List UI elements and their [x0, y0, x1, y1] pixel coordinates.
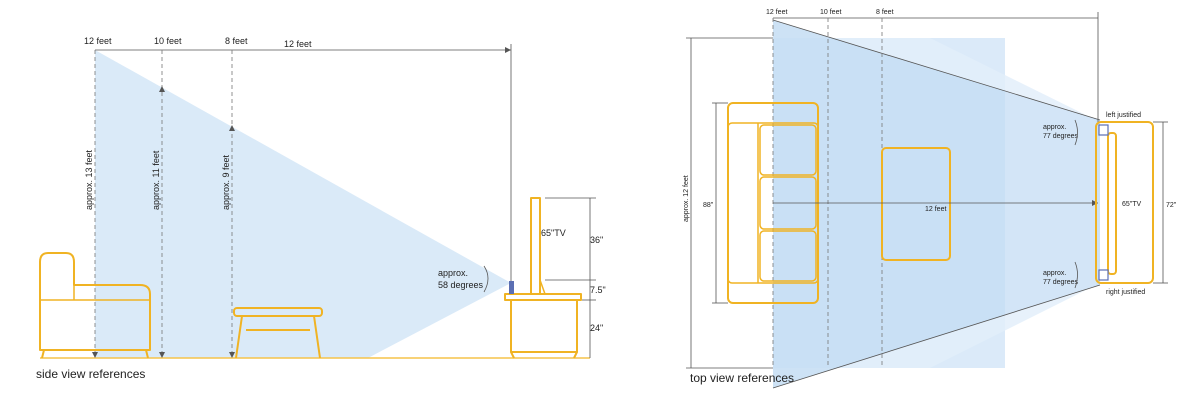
top-angle-upper-2: 77 degrees — [1043, 133, 1079, 140]
side-angle-label-2: 58 degrees — [438, 280, 484, 290]
top-angle-lower-1: approx. — [1043, 270, 1066, 277]
side-top-span-label: 12 feet — [284, 39, 312, 49]
top-sofa-width-label: 88" — [703, 202, 714, 209]
side-view: 12 feet 10 feet 8 feet 12 feet approx. 1… — [36, 36, 606, 381]
top-angle-lower-2: 77 degrees — [1043, 279, 1079, 286]
top-cone-upper-edge — [772, 19, 1101, 121]
sofa — [727, 102, 819, 304]
arrow-head — [229, 352, 235, 358]
top-caption: top view references — [690, 371, 794, 385]
camera-icon-lower — [1098, 269, 1109, 281]
side-height-9: approx. 9 feet — [221, 154, 231, 210]
side-distance-12: 12 feet — [84, 36, 112, 46]
side-viewing-cone — [95, 50, 511, 358]
armchair — [39, 252, 151, 359]
side-dim-7-5: 7.5" — [590, 285, 606, 295]
camera-icon — [509, 281, 514, 294]
top-right-justified: right justified — [1106, 289, 1145, 296]
arrow-head — [159, 86, 165, 92]
side-angle-label-1: approx. — [438, 268, 468, 278]
side-dim-24: 24" — [590, 323, 603, 333]
coffee-table — [233, 307, 323, 359]
top-distance-8: 8 feet — [876, 9, 894, 16]
top-cone-lower-edge — [772, 284, 1101, 389]
tv-stand — [504, 293, 582, 359]
side-dim-36: 36" — [590, 235, 603, 245]
side-height-13: approx. 13 feet — [84, 149, 94, 210]
camera-icon-upper — [1098, 124, 1109, 136]
tv — [530, 197, 546, 295]
arrow-head — [505, 47, 511, 53]
top-view: 12 feet 10 feet 8 feet approx. 12 feet 8… — [683, 9, 1177, 389]
top-left-justified: left justified — [1106, 112, 1141, 119]
top-angle-upper-arc — [1074, 119, 1078, 146]
top-coffee-table — [881, 147, 951, 261]
side-height-11: approx. 11 feet — [151, 150, 161, 210]
arrow-head — [229, 125, 235, 131]
top-angle-lower-arc — [1074, 261, 1078, 289]
top-distance-10: 10 feet — [820, 9, 841, 16]
side-tv-label: 65"TV — [541, 228, 566, 238]
top-tv-label: 65"TV — [1122, 201, 1142, 208]
arrow-head — [92, 352, 98, 358]
top-angle-upper-1: approx. — [1043, 124, 1066, 131]
top-distance-12: 12 feet — [766, 9, 787, 16]
top-tv-width-label: 72" — [1166, 202, 1177, 209]
top-left-height-label: approx. 12 feet — [683, 175, 690, 222]
side-angle-arc — [483, 265, 489, 293]
side-caption: side view references — [36, 367, 145, 381]
top-tv-stand — [1095, 121, 1154, 284]
arrow-head — [159, 352, 165, 358]
top-center-distance-label: 12 feet — [925, 206, 946, 213]
side-distance-8: 8 feet — [225, 36, 248, 46]
side-distance-10: 10 feet — [154, 36, 182, 46]
